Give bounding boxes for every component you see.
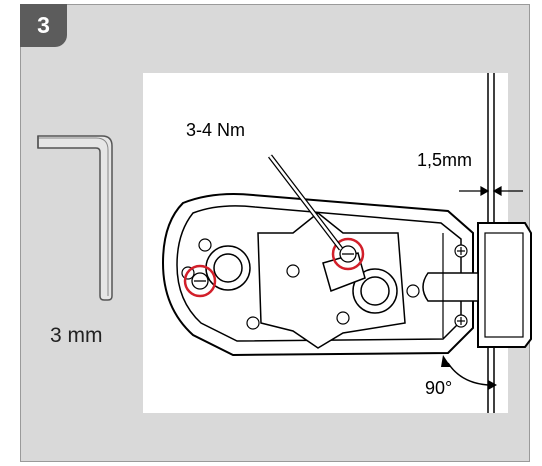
screw-highlight-left — [183, 264, 217, 298]
gap-dimension — [459, 185, 523, 197]
lock-body-inner — [176, 205, 462, 342]
angle-label: 90° — [425, 378, 453, 398]
angle-arc — [447, 362, 489, 386]
step-badge: 3 — [20, 4, 67, 47]
hex-key-icon — [37, 135, 113, 301]
lock-mechanism-drawing — [161, 73, 532, 413]
torque-label: 3-4 Nm — [186, 120, 246, 140]
hex-key-size-label: 3 mm — [50, 324, 103, 347]
step-number: 3 — [37, 12, 50, 38]
gap-label: 1,5mm — [417, 150, 473, 170]
flange-plate — [477, 222, 532, 348]
screw-highlight-top — [331, 237, 365, 271]
